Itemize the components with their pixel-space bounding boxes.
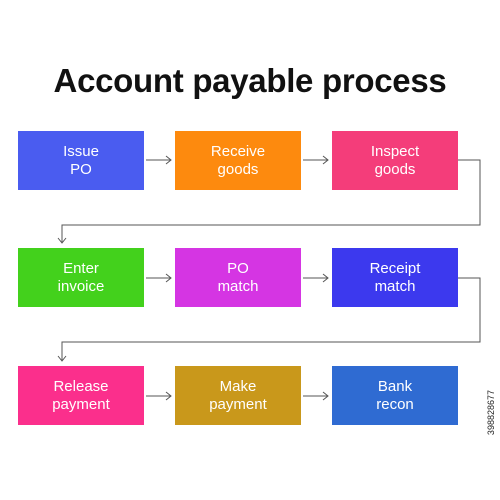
stock-id: 398828677 (486, 390, 496, 436)
step-bank-recon: Bank recon (332, 366, 458, 425)
step-receive-goods: Receive goods (175, 131, 301, 190)
step-issue-po: Issue PO (18, 131, 144, 190)
step-inspect-goods: Inspect goods (332, 131, 458, 190)
connector-group (57, 155, 481, 401)
arrow-release-to-make (146, 391, 172, 401)
step-po-match: PO match (175, 248, 301, 307)
step-make-payment: Make payment (175, 366, 301, 425)
step-label: PO match (217, 259, 259, 295)
step-label: Release payment (52, 377, 110, 413)
arrow-po-match-to-receipt (303, 273, 329, 283)
step-release-payment: Release payment (18, 366, 144, 425)
arrow-receive-to-inspect (303, 155, 329, 165)
arrow-inspect-to-enter (57, 159, 481, 244)
step-label: Receipt match (369, 259, 421, 295)
arrow-issue-to-receive (146, 155, 172, 165)
step-label: Inspect goods (370, 142, 420, 178)
step-enter-invoice: Enter invoice (18, 248, 144, 307)
arrow-receipt-to-release (57, 277, 481, 362)
step-label: Issue PO (63, 142, 99, 178)
step-label: Enter invoice (57, 259, 105, 295)
arrow-enter-to-po-match (146, 273, 172, 283)
page-title: Account payable process (53, 62, 447, 99)
step-receipt-match: Receipt match (332, 248, 458, 307)
step-label: Bank recon (376, 377, 414, 413)
arrow-make-to-bank (303, 391, 329, 401)
step-label: Receive goods (210, 142, 266, 178)
step-label: Make payment (209, 377, 267, 413)
